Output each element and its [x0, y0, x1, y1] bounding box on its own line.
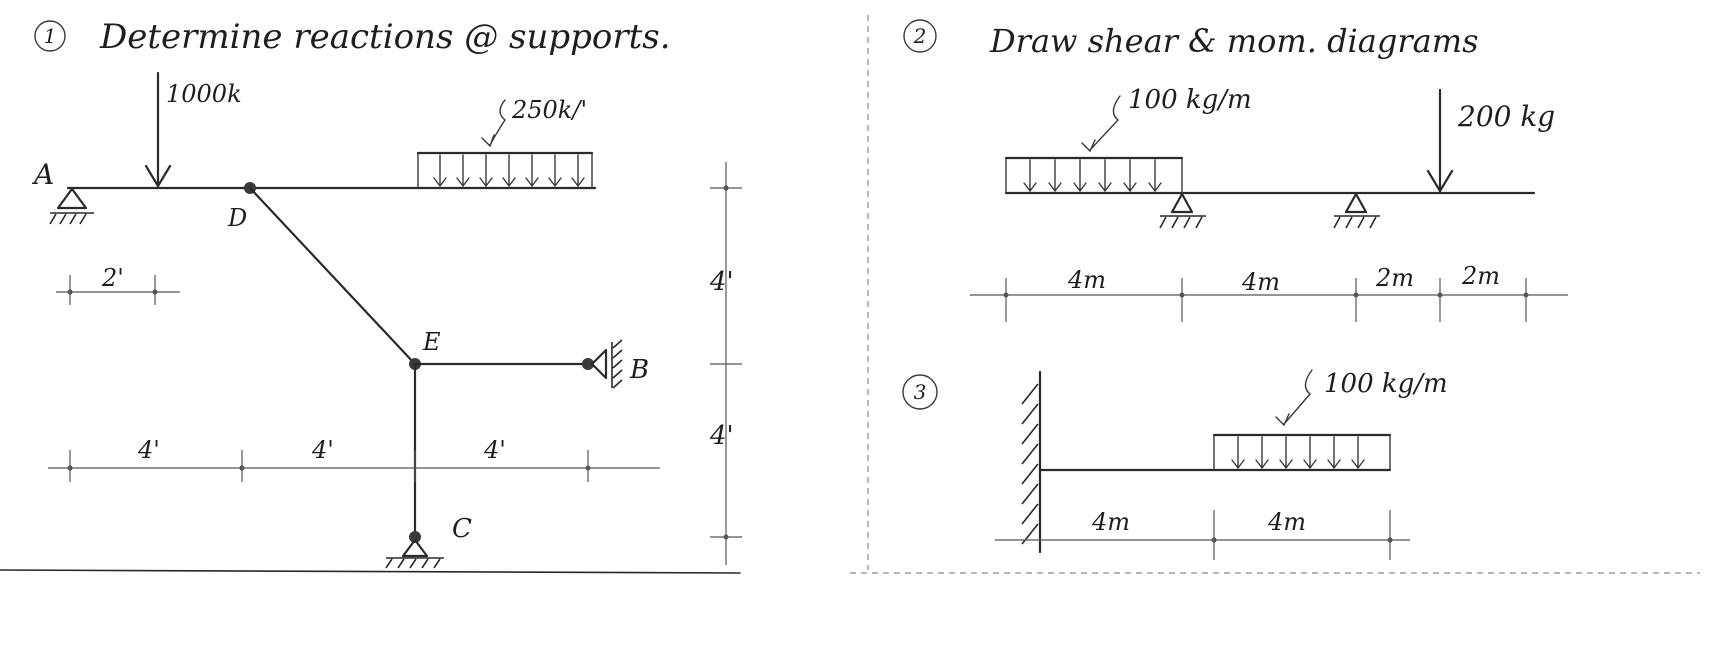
problem-2-title: Draw shear & mom. diagrams	[989, 22, 1478, 60]
dim-4ft-b-label: 4'	[311, 436, 334, 464]
dim-4ft-a-label: 4'	[137, 436, 160, 464]
label-a: A	[31, 158, 54, 191]
problem-3-number: 3	[902, 374, 938, 410]
support-c-pin	[385, 531, 444, 569]
p2-dist-load-label: 100 kg/m	[1128, 85, 1252, 115]
load-1000k-label: 1000k	[166, 80, 242, 108]
dim-horizontal-4-4-4	[48, 450, 660, 482]
dim-4ft-v1-label: 4'	[709, 267, 734, 297]
load-250k-label: 250k/'	[511, 96, 587, 124]
dim-2ft	[56, 275, 180, 305]
problem-1: 1 Determine reactions @ supports. A 1000…	[31, 17, 742, 569]
label-c: C	[452, 514, 472, 544]
distributed-load-250k	[416, 99, 594, 189]
p2-dim-2: 4m	[1241, 268, 1280, 296]
distributed-load-p2	[1004, 95, 1184, 194]
p2-point-load-label: 200 kg	[1457, 100, 1555, 133]
problem-2-number: 2	[903, 19, 937, 53]
p3-dim-2: 4m	[1267, 508, 1306, 536]
problem-2-number-text: 2	[913, 24, 927, 48]
p2-dim-1: 4m	[1067, 266, 1106, 294]
member-de	[248, 186, 416, 365]
p3-dims	[995, 510, 1410, 560]
problem-1-title: Determine reactions @ supports.	[99, 17, 671, 57]
p3-dim-1: 4m	[1091, 508, 1130, 536]
label-b: B	[629, 355, 649, 385]
p2-support-1	[1159, 192, 1206, 229]
page-separators	[0, 15, 1700, 574]
dim-4ft-c-label: 4'	[483, 436, 506, 464]
p3-dist-load-label: 100 kg/m	[1324, 369, 1448, 399]
p2-dim-4: 2m	[1461, 262, 1500, 290]
support-a-pin	[49, 187, 94, 225]
problem-3: 3 100 kg/m	[902, 369, 1448, 560]
problem-2: 2 Draw shear & mom. diagrams 100 kg/m	[903, 19, 1568, 322]
problem-3-number-text: 3	[914, 380, 927, 404]
dim-2ft-label: 2'	[101, 264, 124, 292]
problem-1-number: 1	[34, 20, 66, 52]
p3-fixed-wall	[1021, 370, 1042, 554]
dim-4ft-v2-label: 4'	[709, 421, 734, 451]
p3-distributed-load	[1212, 369, 1392, 471]
label-e: E	[422, 328, 441, 356]
label-d: D	[227, 204, 247, 232]
p2-point-load	[1426, 88, 1454, 193]
support-b-pin	[582, 339, 623, 389]
p2-dims	[970, 278, 1568, 322]
p2-dim-3: 2m	[1375, 264, 1414, 292]
point-load-1000k	[144, 71, 172, 188]
dim-vertical-4-4	[710, 162, 742, 565]
p2-support-2	[1333, 192, 1380, 229]
problem-1-number-text: 1	[44, 24, 57, 48]
